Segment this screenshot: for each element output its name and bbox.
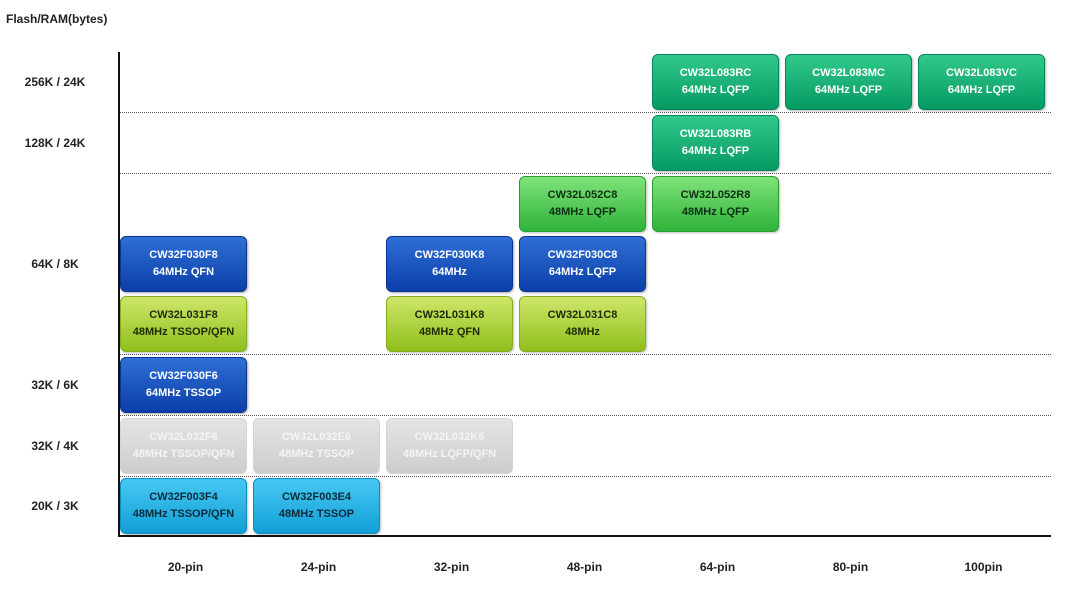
x-label-32pin: 32-pin [433, 560, 470, 574]
chip-name: CW32L031F8 [149, 309, 218, 321]
chip-cw32l052c8: CW32L052C8 48MHz LQFP [519, 176, 646, 232]
chip-name: CW32F030K8 [414, 249, 485, 261]
chip-spec: 48MHz TSSOP [278, 508, 355, 520]
chip-name: CW32F003E4 [281, 491, 352, 503]
chip-name: CW32F030C8 [547, 249, 618, 261]
y-label-128k: 128K / 24K [24, 136, 86, 150]
chip-spec: 48MHz LQFP [548, 206, 617, 218]
y-label-20k: 20K / 3K [31, 499, 79, 513]
y-label-64k: 64K / 8K [31, 257, 79, 271]
x-axis [118, 535, 1051, 537]
chip-name: CW32L083MC [812, 67, 885, 79]
chip-cw32l032k6: CW32L032K6 48MHz LQFP/QFN [386, 418, 513, 474]
grid-line [120, 476, 1051, 477]
chip-cw32l083rb: CW32L083RB 64MHz LQFP [652, 115, 779, 171]
chip-spec: 48MHz LQFP [681, 206, 750, 218]
chip-cw32l031c8: CW32L031C8 48MHz [519, 296, 646, 352]
grid-line [120, 112, 1051, 113]
chip-name: CW32L052C8 [547, 189, 618, 201]
chip-spec: 64MHz TSSOP [145, 387, 222, 399]
chip-spec: 48MHz TSSOP/QFN [132, 508, 235, 520]
x-label-20pin: 20-pin [167, 560, 204, 574]
y-label-32k-4k: 32K / 4K [31, 439, 79, 453]
chip-name: CW32F030F6 [149, 370, 218, 382]
x-label-24pin: 24-pin [300, 560, 337, 574]
chip-spec: 64MHz LQFP [814, 84, 883, 96]
chip-name: CW32F030F8 [149, 249, 218, 261]
chip-cw32l031f8: CW32L031F8 48MHz TSSOP/QFN [120, 296, 247, 352]
chip-name: CW32L052R8 [680, 189, 751, 201]
chip-name: CW32F003F4 [149, 491, 218, 503]
chip-spec: 48MHz TSSOP [278, 448, 355, 460]
chip-cw32l083mc: CW32L083MC 64MHz LQFP [785, 54, 912, 110]
chip-name: CW32L083VC [946, 67, 1017, 79]
y-axis-title: Flash/RAM(bytes) [6, 12, 108, 26]
grid-line [120, 173, 1051, 174]
x-label-64pin: 64-pin [699, 560, 736, 574]
chip-cw32f030f6: CW32F030F6 64MHz TSSOP [120, 357, 247, 413]
x-label-100pin: 100pin [964, 560, 1003, 574]
chip-cw32l083vc: CW32L083VC 64MHz LQFP [918, 54, 1045, 110]
chip-spec: 48MHz [565, 326, 600, 338]
chip-name: CW32L032F6 [149, 431, 218, 443]
chip-spec: 64MHz LQFP [548, 266, 617, 278]
chip-cw32l052r8: CW32L052R8 48MHz LQFP [652, 176, 779, 232]
chip-spec: 64MHz LQFP [681, 145, 750, 157]
chip-cw32f030f8: CW32F030F8 64MHz QFN [120, 236, 247, 292]
chip-spec: 48MHz LQFP/QFN [402, 448, 497, 460]
y-label-32k-6k: 32K / 6K [31, 378, 79, 392]
chip-spec: 48MHz QFN [418, 326, 481, 338]
chip-cw32l032f6: CW32L032F6 48MHz TSSOP/QFN [120, 418, 247, 474]
y-axis [118, 52, 120, 537]
chip-name: CW32L032E6 [281, 431, 352, 443]
chip-cw32l031k8: CW32L031K8 48MHz QFN [386, 296, 513, 352]
chip-name: CW32L031K8 [414, 309, 485, 321]
grid-line [120, 415, 1051, 416]
chip-spec: 48MHz TSSOP/QFN [132, 448, 235, 460]
chip-spec: 64MHz [432, 266, 467, 278]
chip-cw32f003e4: CW32F003E4 48MHz TSSOP [253, 478, 380, 534]
chip-cw32l083rc: CW32L083RC 64MHz LQFP [652, 54, 779, 110]
chip-name: CW32L031C8 [547, 309, 618, 321]
chip-spec: 64MHz LQFP [681, 84, 750, 96]
chip-spec: 64MHz LQFP [947, 84, 1016, 96]
x-label-80pin: 80-pin [832, 560, 869, 574]
chip-cw32f030k8: CW32F030K8 64MHz [386, 236, 513, 292]
chip-spec: 48MHz TSSOP/QFN [132, 326, 235, 338]
chip-name: CW32L032K6 [414, 431, 485, 443]
y-label-256k: 256K / 24K [24, 75, 86, 89]
x-label-48pin: 48-pin [566, 560, 603, 574]
chip-cw32f003f4: CW32F003F4 48MHz TSSOP/QFN [120, 478, 247, 534]
chip-name: CW32L083RB [679, 128, 752, 140]
chip-name: CW32L083RC [679, 67, 752, 79]
chip-spec: 64MHz QFN [152, 266, 215, 278]
grid-line [120, 354, 1051, 355]
chip-cw32l032e6: CW32L032E6 48MHz TSSOP [253, 418, 380, 474]
chip-cw32f030c8: CW32F030C8 64MHz LQFP [519, 236, 646, 292]
